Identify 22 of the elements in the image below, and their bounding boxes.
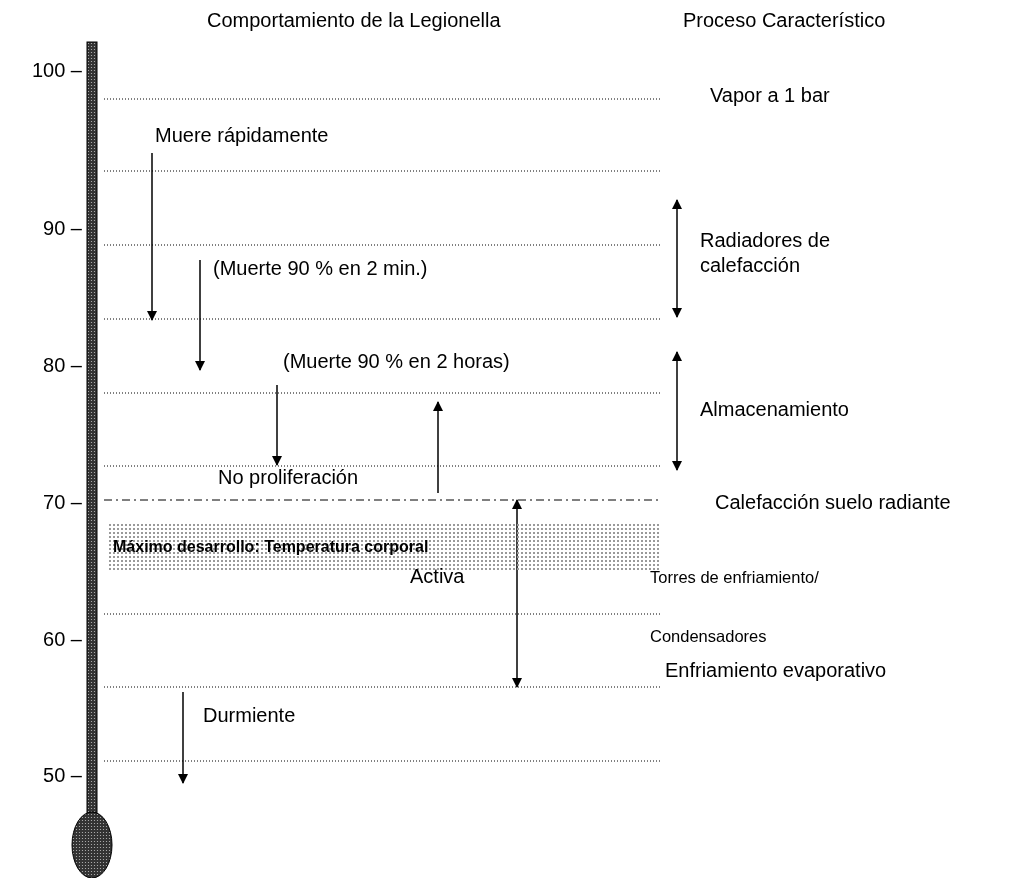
scale-value: 80 – (42, 353, 82, 378)
process-label: Vapor a 1 bar (710, 83, 830, 108)
column-heading: Proceso Característico (683, 8, 886, 33)
behaviour-label: Activa (410, 564, 465, 589)
process-label-small: Torres de enfriamiento/ (650, 567, 819, 588)
scale-value: 60 – (42, 627, 82, 652)
scale-value: 50 – (42, 763, 82, 788)
behaviour-label: (Muerte 90 % en 2 horas) (283, 349, 510, 374)
process-label: Enfriamiento evaporativo (665, 658, 887, 683)
scale-value: 100 – (30, 58, 82, 83)
process-label: Almacenamiento (700, 397, 849, 422)
behaviour-label: (Muerte 90 % en 2 min.) (213, 256, 428, 281)
behaviour-label: Muere rápidamente (155, 123, 329, 148)
scale-value: 90 – (42, 216, 82, 241)
process-label: Radiadores de calefacción (700, 228, 832, 278)
column-heading: Comportamiento de la Legionella (207, 8, 501, 33)
scale-value: 70 – (42, 490, 82, 515)
behaviour-label: Durmiente (203, 703, 296, 728)
process-label: Calefacción suelo radiante (715, 490, 951, 515)
behaviour-label: No proliferación (218, 465, 359, 490)
process-label-small: Condensadores (650, 626, 767, 647)
band-label: Máximo desarrollo: Temperatura corporal (112, 537, 429, 557)
